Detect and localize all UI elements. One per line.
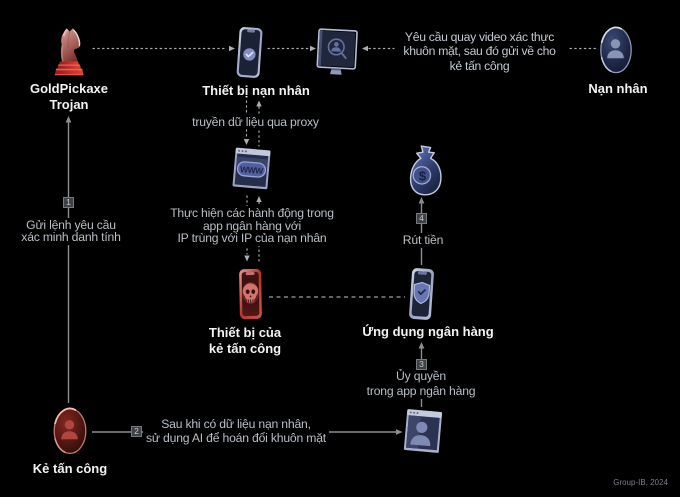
svg-text:$: $ — [419, 168, 427, 183]
svg-text:WWW: WWW — [240, 164, 265, 176]
